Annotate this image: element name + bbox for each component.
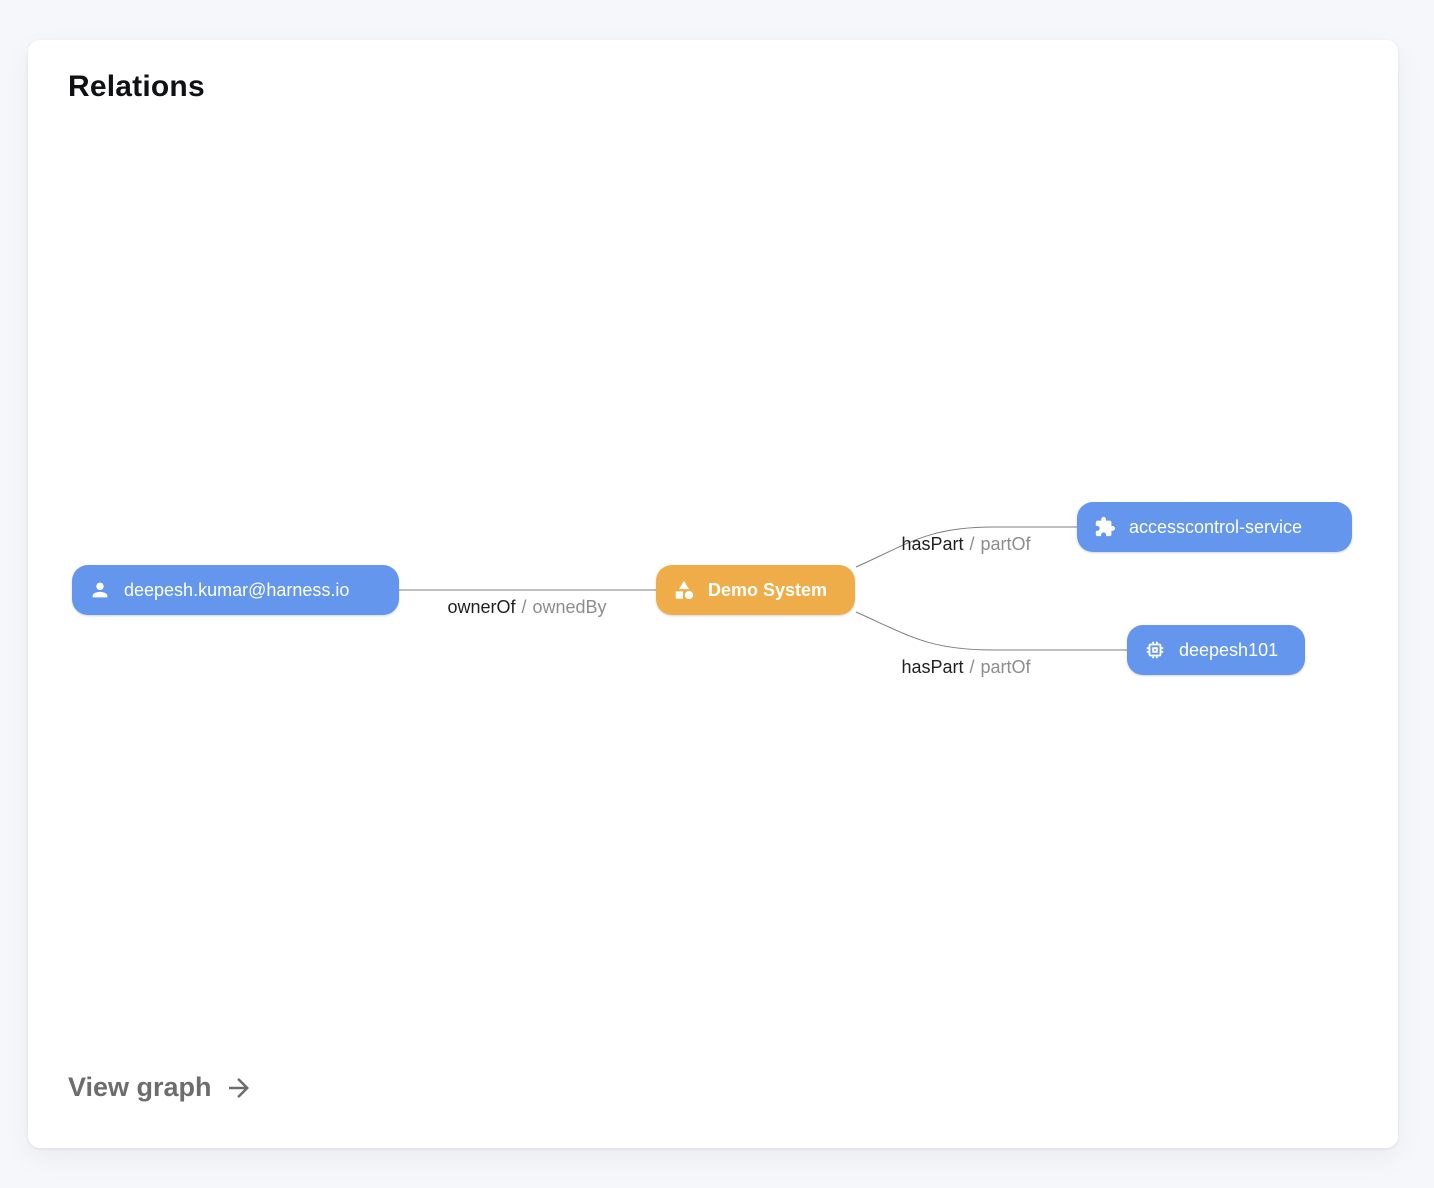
edge-haspart-bottom-line (855, 611, 1129, 651)
edge-label-haspart-bottom: hasPart / partOf (901, 656, 1030, 678)
graph-node-system[interactable]: Demo System (656, 565, 855, 615)
memory-icon (1146, 641, 1164, 659)
page-title: Relations (68, 70, 205, 103)
node-label: Demo System (708, 579, 828, 600)
edge-label-separator: / (969, 534, 975, 554)
edge-label-ownerof: ownerOf / ownedBy (447, 596, 606, 618)
view-graph-link[interactable]: View graph (68, 1072, 254, 1103)
edge-label-forward: hasPart (901, 657, 964, 677)
edge-label-reverse: partOf (980, 657, 1031, 677)
node-label: deepesh101 (1179, 639, 1279, 660)
node-label: accesscontrol-service (1129, 516, 1303, 537)
relations-card: Relations ownerOf / ownedBy hasPart / pa… (28, 40, 1398, 1148)
extension-icon (1095, 516, 1116, 537)
edge-label-separator: / (969, 657, 975, 677)
edge-label-haspart-top: hasPart / partOf (901, 533, 1030, 555)
edge-label-reverse: partOf (980, 534, 1031, 554)
edge-label-separator: / (521, 597, 527, 617)
edge-label-reverse: ownedBy (532, 597, 607, 617)
arrow-right-icon (228, 1077, 249, 1098)
graph-node-component[interactable]: accesscontrol-service (1077, 502, 1352, 552)
node-label: deepesh.kumar@harness.io (124, 579, 350, 600)
edge-label-forward: ownerOf (447, 597, 516, 617)
graph-node-user[interactable]: deepesh.kumar@harness.io (72, 565, 399, 615)
graph-node-resource[interactable]: deepesh101 (1127, 625, 1305, 675)
view-graph-label: View graph (68, 1072, 212, 1102)
category-icon (675, 580, 694, 600)
person-icon (92, 582, 108, 598)
edge-label-forward: hasPart (901, 534, 964, 554)
